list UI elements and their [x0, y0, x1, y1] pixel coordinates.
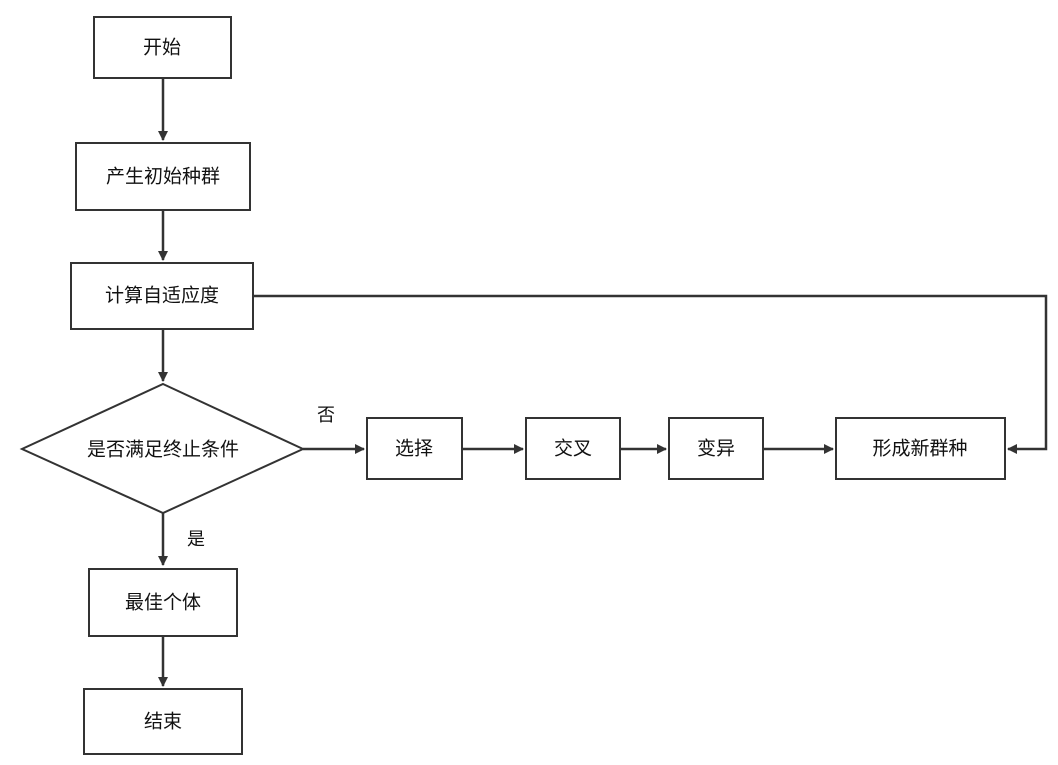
node-selection: 选择 [366, 417, 463, 480]
node-best-individual: 最佳个体 [88, 568, 238, 637]
node-init-population: 产生初始种群 [75, 142, 251, 211]
node-start-label: 开始 [143, 37, 181, 59]
node-crossover-label: 交叉 [554, 438, 592, 460]
node-crossover: 交叉 [525, 417, 621, 480]
node-start: 开始 [93, 16, 232, 79]
node-calc-fitness: 计算自适应度 [70, 262, 254, 330]
node-condition: 是否满足终止条件 [19, 382, 306, 515]
node-calc-fitness-label: 计算自适应度 [105, 285, 219, 307]
node-new-population: 形成新群种 [835, 417, 1006, 480]
node-selection-label: 选择 [395, 438, 433, 460]
node-mutation: 变异 [668, 417, 764, 480]
edge-fitness-to-new-population [253, 294, 1048, 454]
node-init-population-label: 产生初始种群 [106, 166, 220, 188]
node-end-label: 结束 [144, 711, 182, 733]
node-condition-label: 是否满足终止条件 [87, 439, 239, 461]
edge-label-no: 否 [317, 405, 335, 426]
node-new-population-label: 形成新群种 [872, 438, 967, 460]
node-end: 结束 [83, 688, 243, 755]
node-mutation-label: 变异 [697, 438, 735, 460]
edge-label-yes: 是 [187, 529, 205, 550]
node-best-individual-label: 最佳个体 [125, 592, 201, 614]
